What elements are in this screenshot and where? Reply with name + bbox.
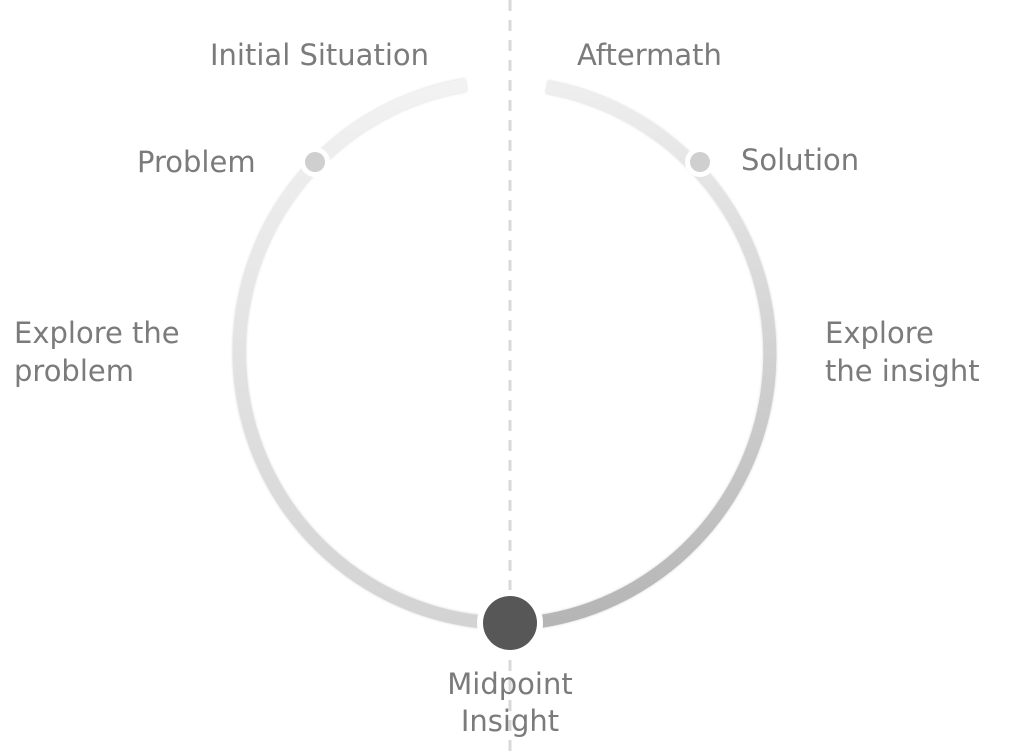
left-arc-problem-half — [232, 78, 484, 629]
right-arc-insight-half — [536, 80, 777, 629]
label-explore-problem-line1: Explore the — [14, 316, 180, 350]
label-explore-problem-line2: problem — [14, 354, 134, 388]
label-aftermath: Aftermath — [577, 38, 722, 72]
problem-node — [305, 152, 325, 172]
label-problem: Problem — [137, 145, 256, 179]
label-explore-insight-line2: the insight — [825, 354, 980, 388]
solution-node — [690, 152, 710, 172]
label-solution: Solution — [741, 143, 859, 177]
label-midpoint-line1: Midpoint — [447, 667, 572, 701]
label-midpoint-line2: Insight — [461, 704, 559, 738]
label-explore-insight-line1: Explore — [825, 316, 934, 350]
midpoint-node — [483, 596, 537, 650]
label-initial-situation: Initial Situation — [210, 38, 429, 72]
